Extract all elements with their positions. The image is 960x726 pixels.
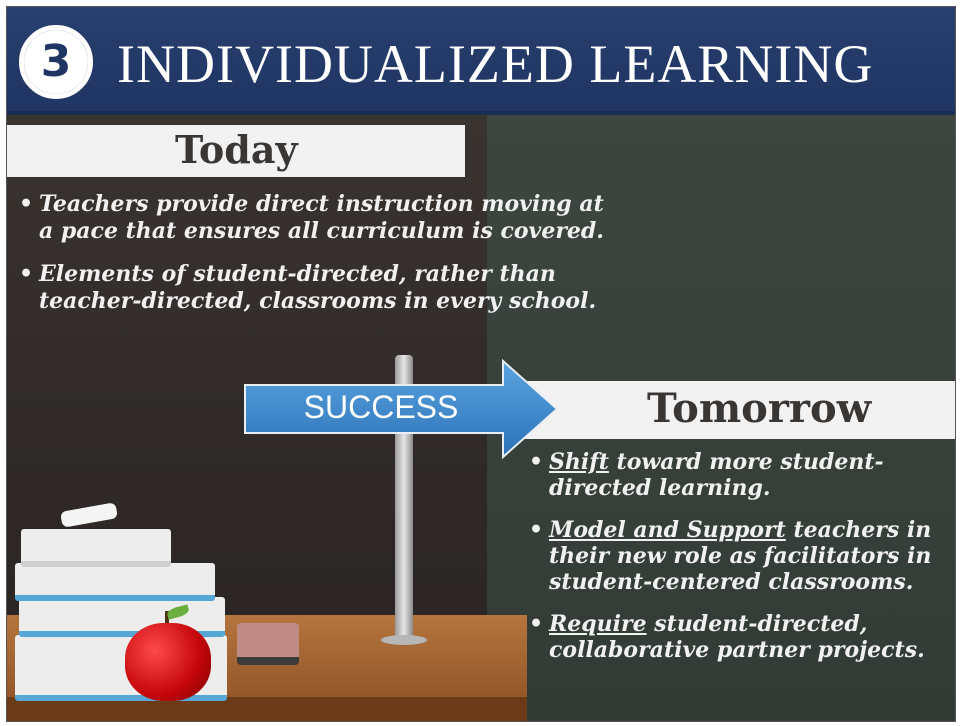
today-bullet: Teachers provide direct instruction movi… <box>17 191 607 245</box>
tomorrow-heading-band: Tomorrow <box>517 381 955 439</box>
signpost-base <box>381 635 427 645</box>
bullet-text: teachers in their new role as facilitato… <box>549 517 932 595</box>
arrow-shape <box>244 358 559 460</box>
bullet-emphasis: Require <box>549 611 647 637</box>
apple-stem <box>165 611 169 629</box>
today-bullet: Elements of student-directed, rather tha… <box>17 261 607 315</box>
bullet-emphasis: Shift <box>549 449 609 475</box>
book <box>15 563 215 601</box>
tomorrow-bullet: Model and Support teachers in their new … <box>527 517 942 595</box>
bullet-text: student-directed, collaborative partner … <box>549 611 925 663</box>
tomorrow-heading: Tomorrow <box>647 385 872 432</box>
apple <box>125 623 211 701</box>
slide-title: INDIVIDUALIZED LEARNING <box>117 34 874 94</box>
tomorrow-bullet: Require student-directed, collaborative … <box>527 611 942 663</box>
today-heading: Today <box>175 127 298 172</box>
desk-edge <box>7 697 527 721</box>
success-arrow-sign: SUCCESS <box>241 357 561 461</box>
book <box>21 529 171 567</box>
bullet-emphasis: Model and Support <box>549 517 786 543</box>
badge-number: 3 <box>24 30 88 94</box>
today-heading-band: Today <box>7 125 465 177</box>
sign-label: SUCCESS <box>303 389 459 425</box>
today-bullet-list: Teachers provide direct instruction movi… <box>17 191 607 331</box>
eraser <box>237 623 299 665</box>
number-badge: 3 <box>19 25 93 99</box>
tomorrow-bullet: Shift toward more student-directed learn… <box>527 449 942 501</box>
tomorrow-bullet-list: Shift toward more student-directed learn… <box>527 449 942 679</box>
header-banner: 3 INDIVIDUALIZED LEARNING <box>7 7 955 115</box>
slide: 3 INDIVIDUALIZED LEARNING Today Teachers… <box>6 6 956 722</box>
bullet-text: toward more student-directed learning. <box>549 449 884 501</box>
